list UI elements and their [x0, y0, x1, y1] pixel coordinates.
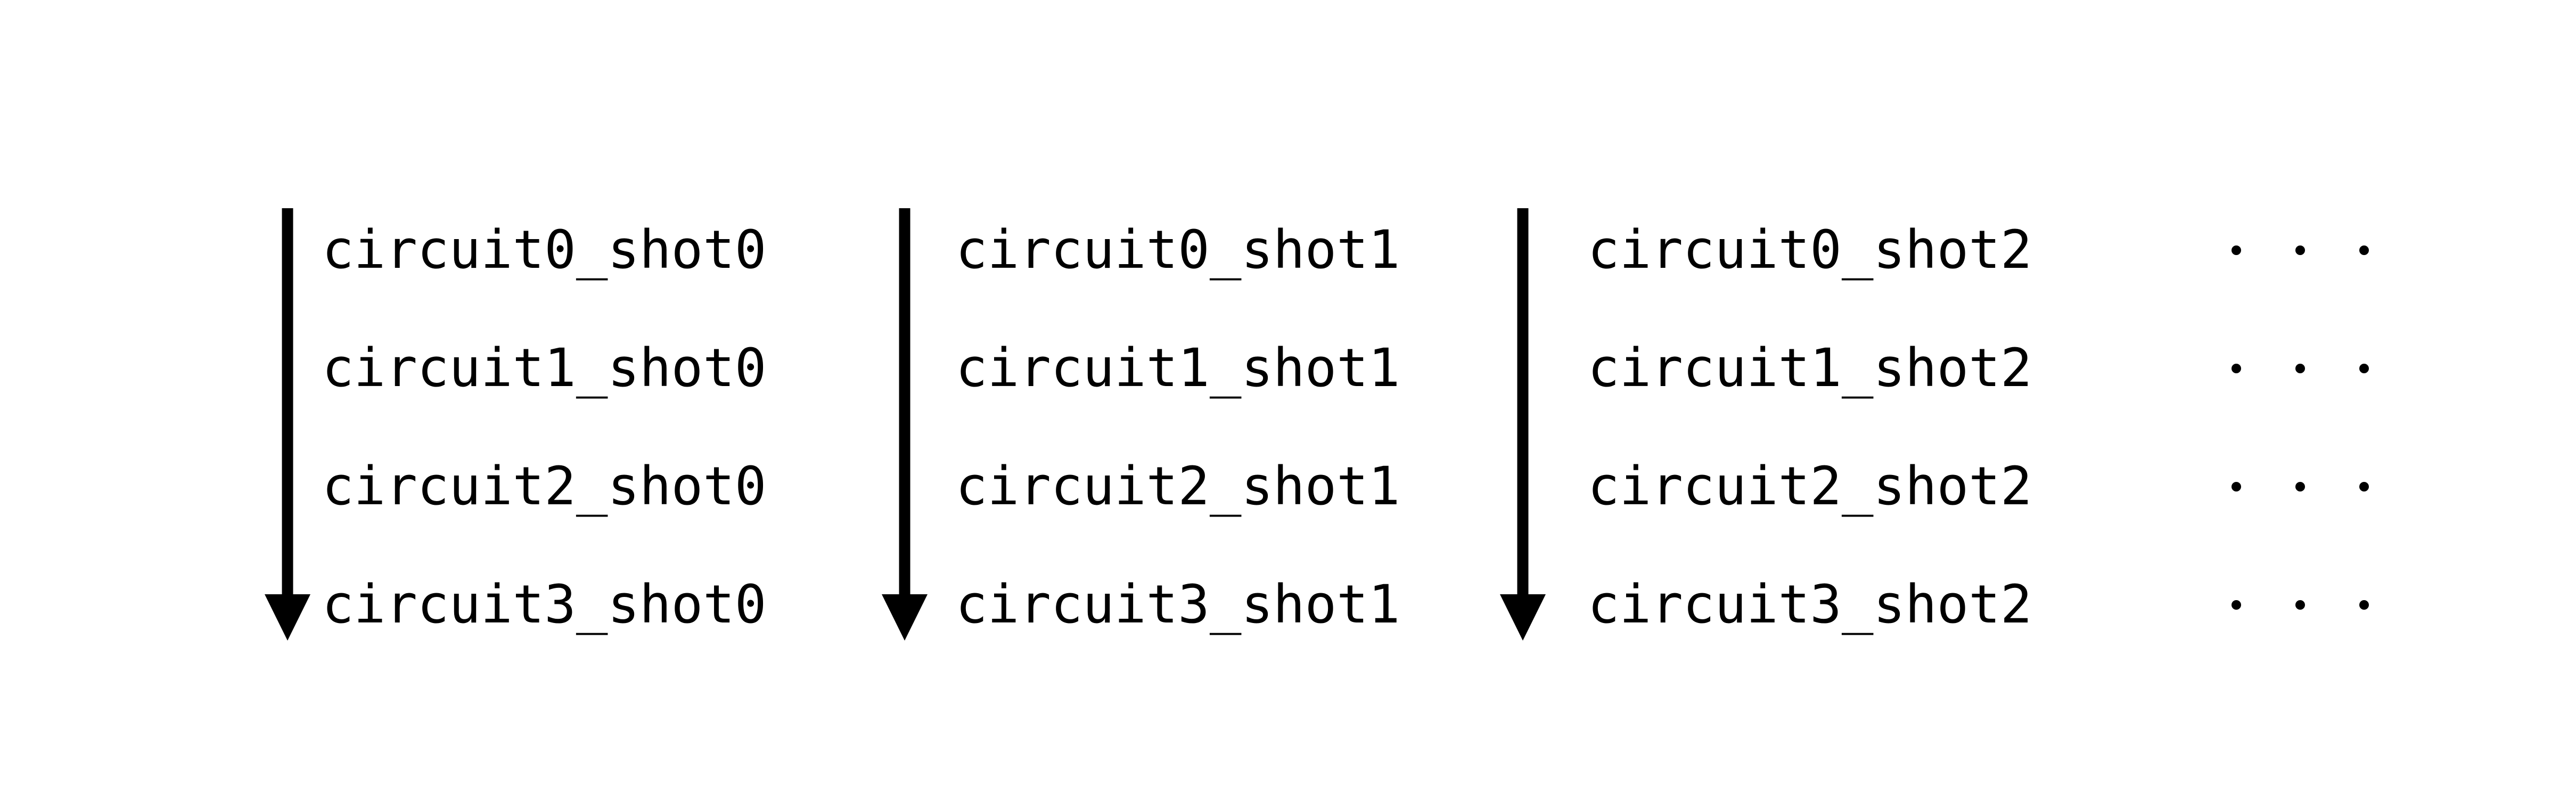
circuit-shot-label: circuit3_shot1 [956, 574, 1400, 635]
ellipsis-dot [2295, 600, 2305, 610]
circuit-shot-label: circuit0_shot1 [956, 219, 1400, 281]
circuit-shot-label: circuit2_shot1 [956, 456, 1400, 517]
circuit-shot-label: circuit3_shot0 [322, 574, 767, 635]
ellipsis-dot [2232, 245, 2241, 255]
ellipsis-dot [2295, 245, 2305, 255]
ellipsis-dot [2359, 245, 2369, 255]
arrow-head [882, 594, 928, 641]
circuit-shot-label: circuit2_shot0 [322, 456, 767, 517]
circuit-shot-label: circuit0_shot2 [1588, 219, 2032, 281]
arrow-head [1500, 594, 1546, 641]
circuit-shot-label: circuit1_shot2 [1588, 338, 2032, 399]
circuit-shot-label: circuit3_shot2 [1588, 574, 2032, 635]
ellipsis-dot [2232, 482, 2241, 491]
ellipsis-dot [2359, 600, 2369, 610]
ellipsis-dot [2295, 482, 2305, 491]
down-arrow-icon [265, 208, 310, 641]
circuit-shot-label: circuit1_shot0 [322, 338, 767, 399]
ellipsis-dot [2295, 364, 2305, 373]
down-arrow-icon [882, 208, 928, 641]
circuit-shot-label: circuit1_shot1 [956, 338, 1400, 399]
ellipsis-dot [2232, 600, 2241, 610]
arrow-head [265, 594, 310, 641]
down-arrow-icon [1500, 208, 1546, 641]
circuit-shot-label: circuit2_shot2 [1588, 456, 2032, 517]
ellipsis-dot [2359, 482, 2369, 491]
ellipsis-dot [2359, 364, 2369, 373]
ellipsis-dot [2232, 364, 2241, 373]
circuit-shot-label: circuit0_shot0 [322, 219, 767, 281]
